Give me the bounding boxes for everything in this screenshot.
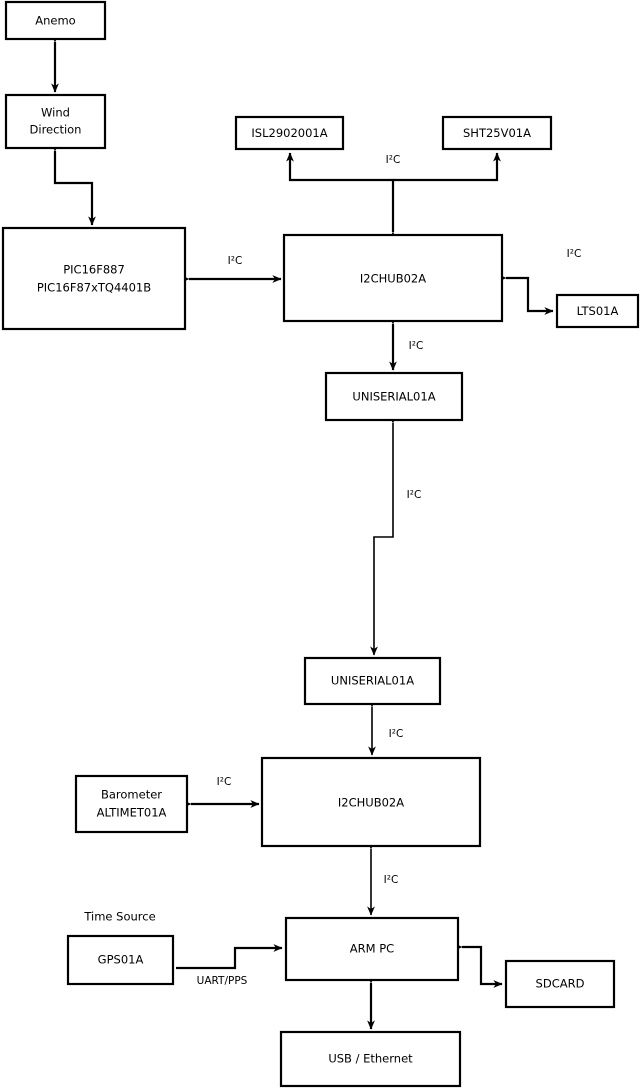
node-usb-ethernet-box[interactable]: [279, 1030, 462, 1088]
node-uniserial01a-bottom-box[interactable]: [303, 656, 442, 706]
edge-label-hub-armpc: I²C: [384, 874, 399, 886]
edge-armpc-sdcard: [453, 943, 503, 988]
edge-gps-armpc: UART/PPS: [176, 944, 283, 987]
node-pic-mcu-label-line1: PIC16F887: [63, 263, 125, 277]
node-i2chub02a-bottom-label: I2CHUB02A: [338, 796, 404, 810]
node-gps01a[interactable]: GPS01A: [66, 934, 175, 986]
node-arm-pc-label: ARM PC: [350, 942, 394, 956]
node-wind-direction[interactable]: Wind Direction: [4, 93, 107, 150]
edge-hub-isl-path: [286, 152, 397, 241]
node-sdcard-label: SDCARD: [536, 977, 585, 991]
edge-pic-hub-top: I²C: [180, 255, 282, 283]
node-i2chub02a-top[interactable]: I2CHUB02A: [282, 233, 504, 323]
node-i2chub02a-bottom[interactable]: I2CHUB02A: [260, 756, 482, 848]
edge-wind-pic-path: [51, 142, 96, 226]
node-isl2902001a-label: ISL2902001A: [251, 126, 327, 140]
node-anemo-label: Anemo: [35, 14, 75, 28]
node-sht25v01a[interactable]: SHT25V01A: [441, 115, 553, 151]
node-gps01a-label: GPS01A: [98, 953, 144, 967]
node-arm-pc-box[interactable]: [284, 916, 460, 982]
node-uniserial01a-top-label: UNISERIAL01A: [352, 390, 435, 404]
edge-label-barometer-hub: I²C: [217, 776, 232, 788]
edge-label-uniserial-hub-bot: I²C: [389, 728, 404, 740]
node-gps01a-box[interactable]: [66, 934, 175, 986]
node-isl2902001a[interactable]: ISL2902001A: [234, 115, 345, 151]
edge-uniserial-link-path: [370, 414, 397, 656]
edge-label-hub-sensors: I²C: [386, 154, 401, 166]
edge-hub-lts-path: [497, 274, 554, 315]
label-time-source: Time Source: [83, 910, 155, 924]
node-i2chub02a-bottom-box[interactable]: [260, 756, 482, 848]
edge-label-hub-uniserial-top: I²C: [409, 340, 424, 352]
edge-label-pic-hub: I²C: [228, 255, 243, 267]
node-sdcard-box[interactable]: [504, 959, 616, 1009]
edge-hub-sht-path: [393, 152, 501, 182]
node-sht25v01a-label: SHT25V01A: [463, 126, 531, 140]
node-lts01a[interactable]: LTS01A: [555, 293, 640, 329]
node-pic-mcu-box[interactable]: [1, 226, 187, 331]
edge-hub-armpc: I²C: [367, 840, 399, 916]
edge-label-hub-lts: I²C: [567, 248, 582, 260]
node-barometer-box[interactable]: [74, 774, 189, 834]
node-sht25v01a-box[interactable]: [441, 115, 553, 151]
edge-gps-armpc-path: [176, 944, 283, 970]
node-i2chub02a-top-label: I2CHUB02A: [360, 272, 426, 286]
edge-wind-pic: [51, 142, 96, 226]
node-anemo[interactable]: Anemo: [4, 0, 107, 41]
node-arm-pc[interactable]: ARM PC: [284, 916, 460, 982]
node-i2chub02a-top-box[interactable]: [282, 233, 504, 323]
node-uniserial01a-top[interactable]: UNISERIAL01A: [324, 371, 464, 422]
node-uniserial01a-top-box[interactable]: [324, 371, 464, 422]
node-uniserial01a-bottom-label: UNISERIAL01A: [331, 674, 414, 688]
node-usb-ethernet[interactable]: USB / Ethernet: [279, 1030, 462, 1088]
edge-hub-sensors: I²C: [286, 152, 501, 241]
edge-hub-uniserial-top: I²C: [389, 315, 424, 371]
node-lts01a-label: LTS01A: [577, 304, 619, 318]
node-wind-direction-label-line1: Wind: [41, 106, 70, 120]
edge-armpc-sdcard-path: [453, 943, 503, 988]
node-sdcard[interactable]: SDCARD: [504, 959, 616, 1009]
edge-label-gps-armpc: UART/PPS: [197, 975, 248, 987]
node-anemo-box[interactable]: [4, 0, 107, 41]
edge-uniserial-link: I²C: [370, 414, 422, 656]
node-pic-mcu-label-line2: PIC16F87xTQ4401B: [37, 281, 151, 295]
node-barometer-label-line1: Barometer: [101, 788, 162, 802]
node-barometer-label-line2: ALTIMET01A: [97, 806, 167, 820]
edge-uniserial-hub-bot: I²C: [368, 698, 404, 756]
edge-label-uniserial-link: I²C: [407, 489, 422, 501]
node-wind-direction-label-line2: Direction: [30, 123, 82, 137]
edge-barometer-hub: I²C: [182, 776, 260, 808]
node-isl2902001a-box[interactable]: [234, 115, 345, 151]
node-pic-mcu[interactable]: PIC16F887 PIC16F87xTQ4401B: [1, 226, 187, 331]
node-uniserial01a-bottom[interactable]: UNISERIAL01A: [303, 656, 442, 706]
edge-hub-lts: I²C: [497, 248, 582, 315]
node-usb-ethernet-label: USB / Ethernet: [328, 1052, 413, 1066]
node-wind-direction-box[interactable]: [4, 93, 107, 150]
node-barometer[interactable]: Barometer ALTIMET01A: [74, 774, 189, 834]
node-lts01a-box[interactable]: [555, 293, 640, 329]
